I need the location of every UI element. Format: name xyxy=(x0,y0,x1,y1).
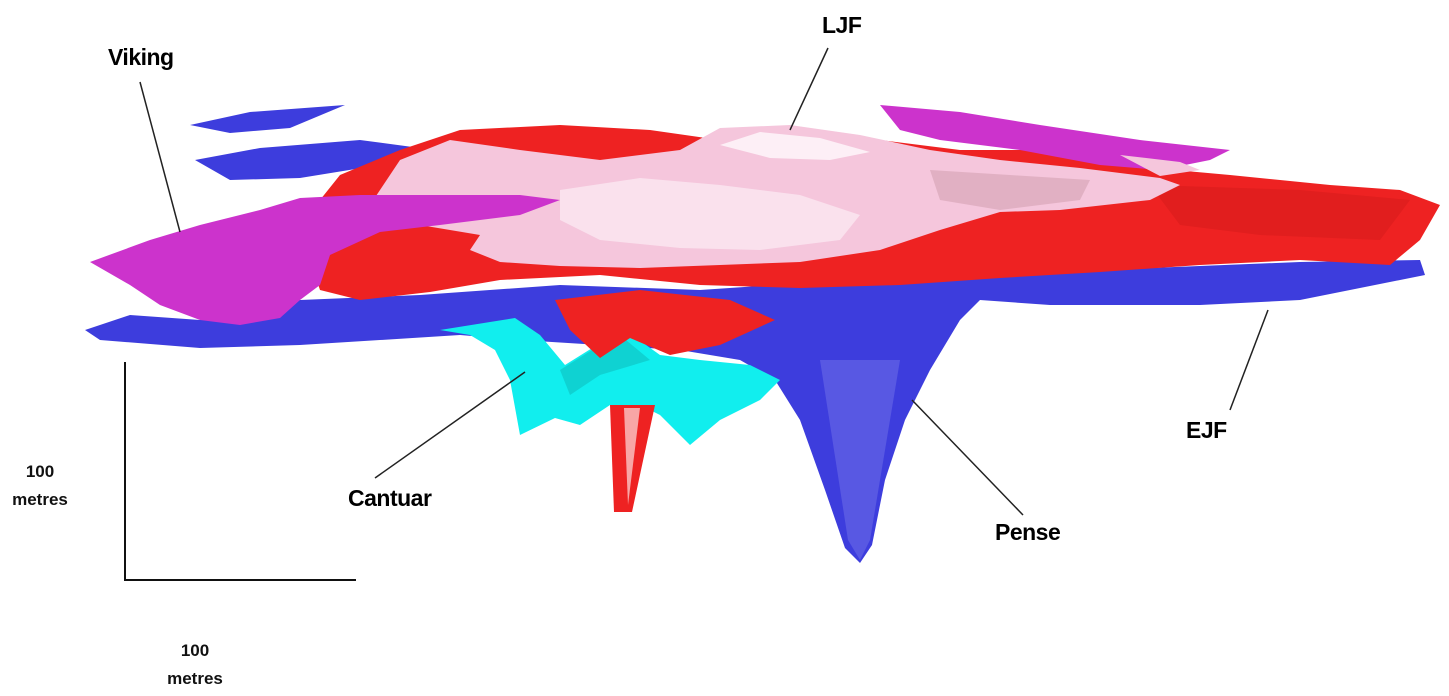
ljf-leader-line xyxy=(790,48,828,130)
ejf-leader-line xyxy=(1230,310,1268,410)
pense-label: Pense xyxy=(995,519,1060,546)
cantuar-leader-line xyxy=(375,372,525,478)
ejf-label: EJF xyxy=(1186,417,1227,444)
ljf-label: LJF xyxy=(822,12,861,39)
viking-leader-line xyxy=(140,82,180,232)
viking-label: Viking xyxy=(108,44,174,71)
vertical-scale-label: 100 metres xyxy=(0,458,80,514)
pense-leader-line xyxy=(912,400,1023,515)
red-spike xyxy=(610,405,655,512)
vertical-scale-unit: metres xyxy=(0,486,80,514)
horizontal-scale-label: 100 metres xyxy=(150,637,240,693)
horizontal-scale-value: 100 xyxy=(150,637,240,665)
horizontal-scale-unit: metres xyxy=(150,665,240,693)
cantuar-label: Cantuar xyxy=(348,485,431,512)
vertical-scale-value: 100 xyxy=(0,458,80,486)
